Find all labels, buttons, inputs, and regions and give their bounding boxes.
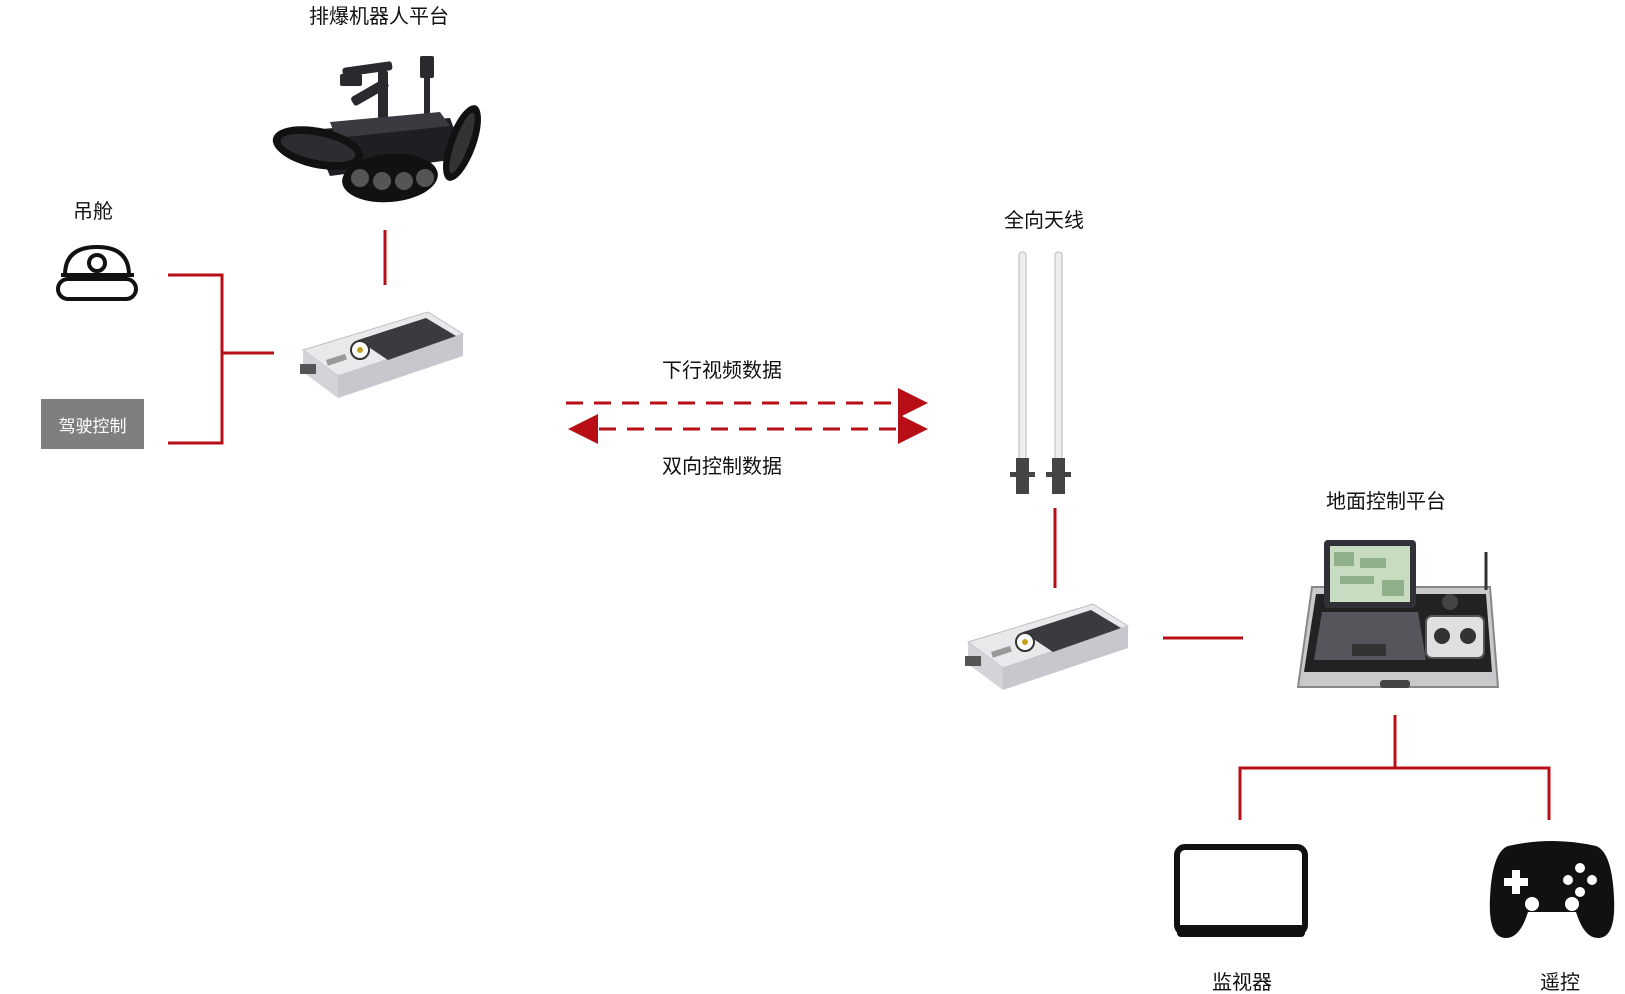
- remote-label: 遥控: [1540, 970, 1580, 994]
- radio-module-icon: [300, 311, 465, 398]
- monitor-label: 监视器: [1212, 970, 1272, 994]
- drive-control-box: 驾驶控制: [41, 399, 144, 449]
- pod-label: 吊舱: [73, 199, 113, 223]
- robot-platform-label: 排爆机器人平台: [309, 4, 449, 28]
- omni-antenna-icon: [1010, 251, 1071, 494]
- antenna-label: 全向天线: [1004, 208, 1084, 232]
- tree-branch-line: [1238, 766, 1551, 820]
- tracked-robot-icon: [272, 56, 481, 203]
- radio-module-icon: [965, 603, 1130, 690]
- dome-camera-icon: [56, 244, 138, 301]
- downlink-label: 下行视频数据: [662, 358, 782, 382]
- bidirectional-label: 双向控制数据: [662, 454, 782, 478]
- left-bracket-line: [168, 273, 224, 445]
- gamepad-icon: [1489, 841, 1615, 938]
- ground-platform-label: 地面控制平台: [1326, 489, 1446, 513]
- rugged-laptop-case-icon: [1296, 540, 1500, 688]
- monitor-icon: [1174, 844, 1308, 937]
